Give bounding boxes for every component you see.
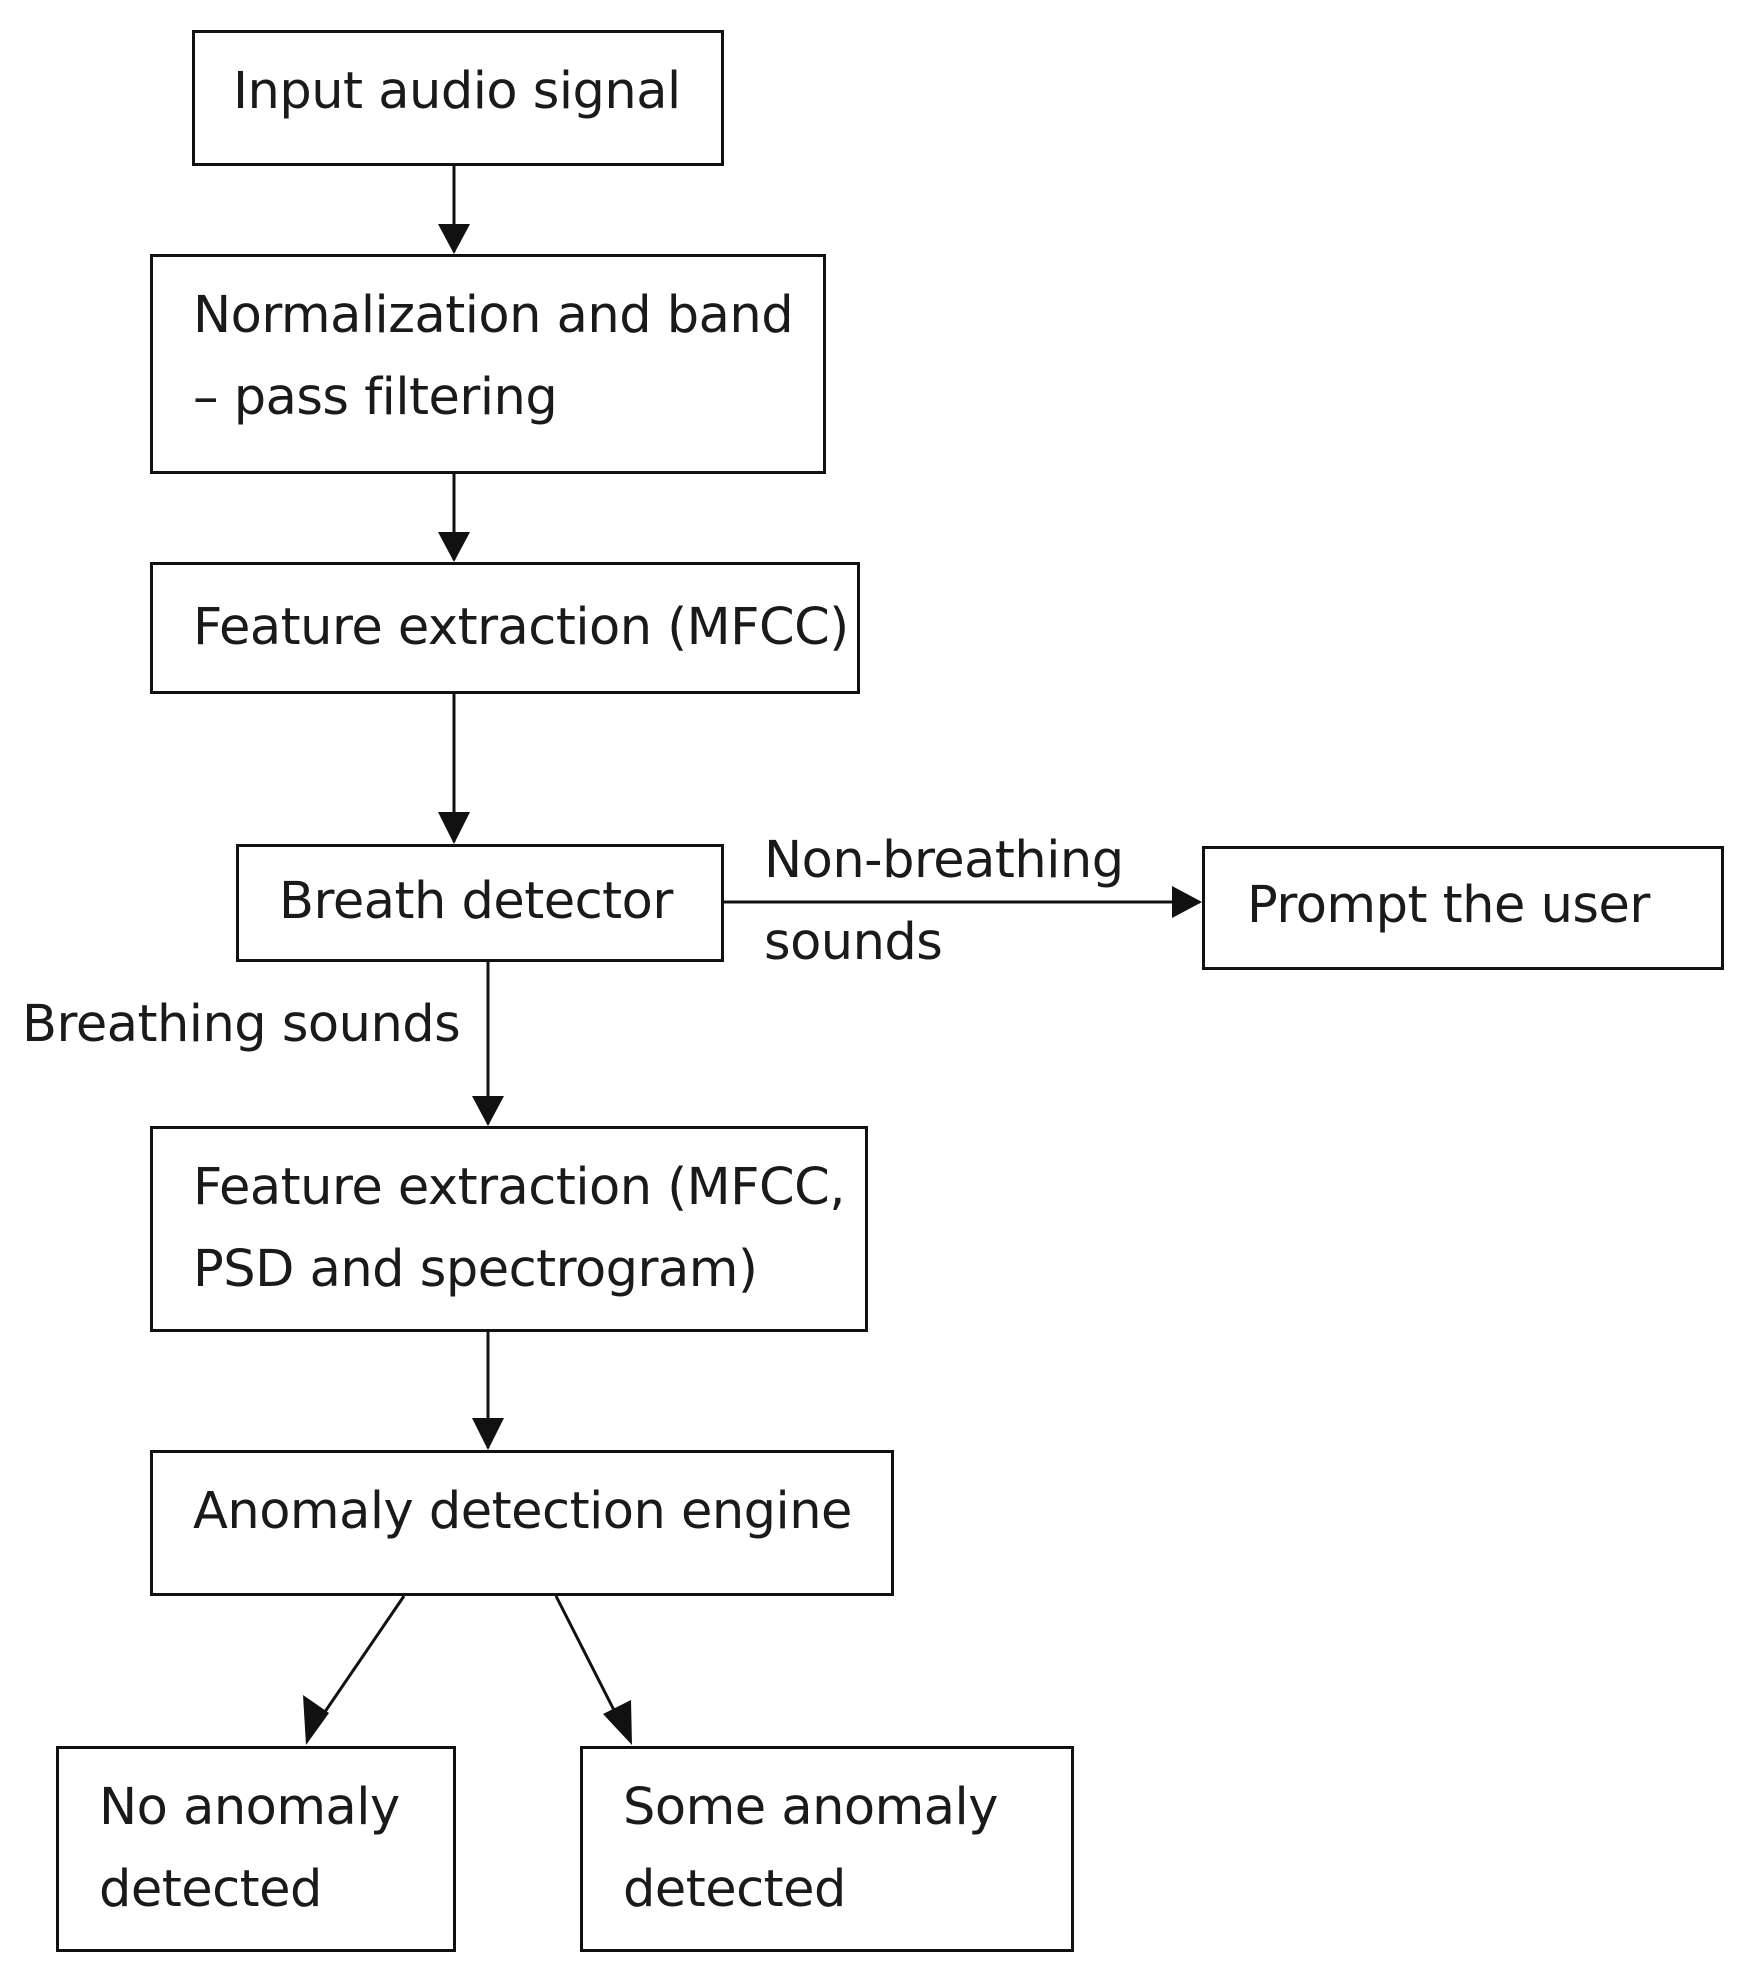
node-anomaly-detection-engine: Anomaly detection engine (150, 1450, 894, 1596)
edge-label-breathing: Breathing sounds (22, 995, 461, 1054)
edge-label-non-breathing-line2: sounds (764, 913, 943, 972)
arrowhead-feature1 (438, 532, 470, 562)
node-label-line1: Feature extraction (MFCC, (193, 1158, 845, 1217)
node-label-line2: PSD and spectrogram) (193, 1240, 758, 1299)
edge-label-non-breathing-line1: Non-breathing (764, 831, 1124, 890)
node-no-anomaly-detected: No anomaly detected (56, 1746, 456, 1952)
node-label-line2: detected (99, 1860, 322, 1919)
node-label-line1: Some anomaly (623, 1778, 998, 1837)
arrowhead-some-anomaly (603, 1700, 632, 1745)
node-label-line2: – pass filtering (193, 368, 558, 427)
node-prompt-the-user: Prompt the user (1202, 846, 1724, 970)
arrowhead-feature2 (472, 1096, 504, 1126)
arrow-anomaly-to-some-anomaly (554, 1595, 622, 1723)
node-label-line1: Normalization and band (193, 286, 794, 345)
arrowhead-breath (438, 812, 470, 844)
node-label-line2: detected (623, 1860, 846, 1919)
node-label-line1: No anomaly (99, 1778, 400, 1837)
node-feature-extraction-mfcc: Feature extraction (MFCC) (150, 562, 860, 694)
node-label: Anomaly detection engine (193, 1482, 852, 1541)
node-normalization: Normalization and band – pass filtering (150, 254, 826, 474)
arrowhead-no-anomaly (303, 1695, 329, 1745)
node-input-audio-signal: Input audio signal (192, 30, 724, 166)
arrowhead-normalize (438, 224, 470, 254)
node-label: Input audio signal (233, 62, 681, 121)
node-label: Prompt the user (1247, 876, 1650, 935)
node-label: Feature extraction (MFCC) (193, 598, 849, 657)
arrowhead-prompt (1172, 886, 1202, 918)
node-feature-extraction-mfcc-psd: Feature extraction (MFCC, PSD and spectr… (150, 1126, 868, 1332)
arrowhead-anomaly (472, 1418, 504, 1450)
node-breath-detector: Breath detector (236, 844, 724, 962)
node-some-anomaly-detected: Some anomaly detected (580, 1746, 1074, 1952)
node-label: Breath detector (279, 872, 673, 931)
arrow-anomaly-to-no-anomaly (316, 1595, 406, 1723)
